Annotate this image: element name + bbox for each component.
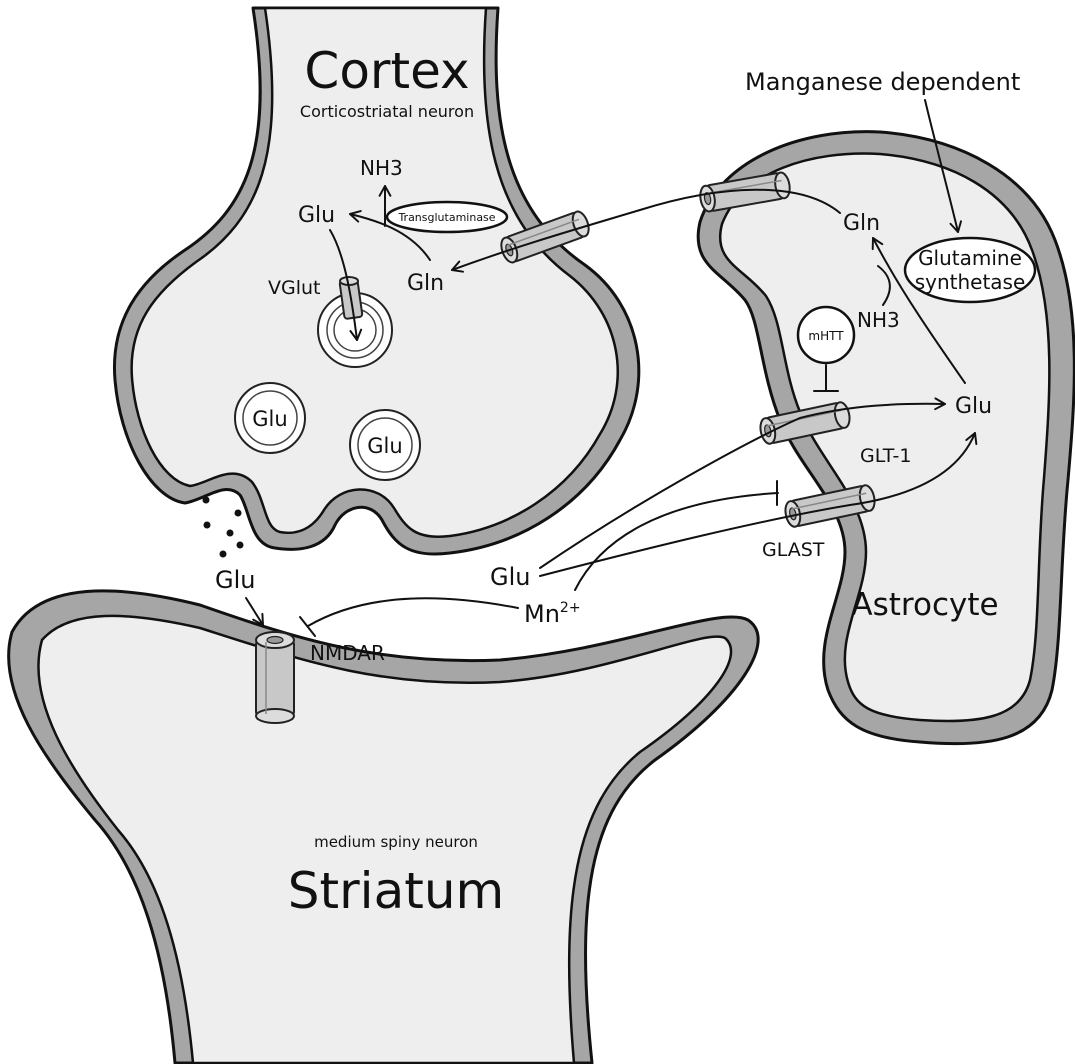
cortex-title: Cortex — [304, 42, 469, 100]
glutamine-synthetase-line2: synthetase — [915, 270, 1026, 294]
glu-mid-label: Glu — [490, 563, 530, 591]
cortex-nh3-label: NH3 — [360, 156, 403, 180]
manganese-dependent-label: Manganese dependent — [745, 68, 1020, 96]
mn-inhibition-nmdar-line — [308, 598, 518, 626]
striatum-subtitle: medium spiny neuron — [314, 833, 478, 851]
astrocyte-glu-label: Glu — [955, 394, 992, 419]
glast-label: GLAST — [762, 539, 825, 561]
glt1-label: GLT-1 — [860, 445, 912, 467]
vesicle-glu-1-label: Glu — [252, 407, 287, 431]
astrocyte-nh3-label: NH3 — [857, 308, 900, 332]
vesicle-glu-2-label: Glu — [367, 434, 402, 458]
mn-charge: 2+ — [560, 600, 581, 616]
transglutaminase-label: Transglutaminase — [397, 211, 495, 224]
released-glutamate-dots — [203, 497, 244, 558]
mn-inhibition-nmdar-bar — [300, 617, 315, 636]
nmdar-label: NMDAR — [310, 641, 385, 665]
striatum-title: Striatum — [288, 862, 504, 920]
nmdar-channel — [256, 632, 294, 723]
glutamine-synthetase-line1: Glutamine — [918, 246, 1022, 270]
vglut-label: VGlut — [268, 277, 321, 299]
mhtt-label: mHTT — [808, 329, 844, 343]
synapse-glu-label: Glu — [215, 566, 255, 594]
cortex-gln-label: Gln — [407, 271, 444, 296]
astrocyte-gln-label: Gln — [843, 211, 880, 236]
mn-base: Mn — [524, 600, 560, 628]
astrocyte-title: Astrocyte — [851, 587, 998, 623]
cortex-glu-label: Glu — [298, 203, 335, 228]
mn-label: Mn2+ — [524, 600, 581, 628]
cortex-subtitle: Corticostriatal neuron — [300, 102, 474, 121]
